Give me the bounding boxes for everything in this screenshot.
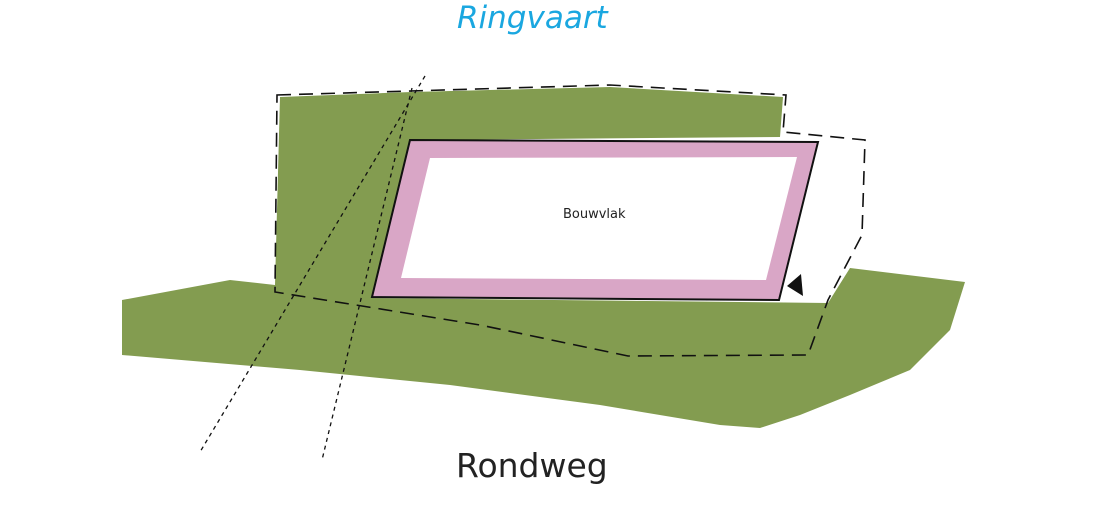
building-area-label: Bouwvlak: [563, 207, 626, 222]
arrow-icon: [787, 274, 803, 296]
sightline-1: [199, 75, 426, 453]
plot-boundary-dashed: [274, 84, 866, 357]
green-area: [122, 87, 965, 428]
water-label: Ringvaart: [457, 0, 608, 36]
road-label: Rondweg: [456, 446, 608, 485]
building-area-inner: [401, 157, 797, 280]
